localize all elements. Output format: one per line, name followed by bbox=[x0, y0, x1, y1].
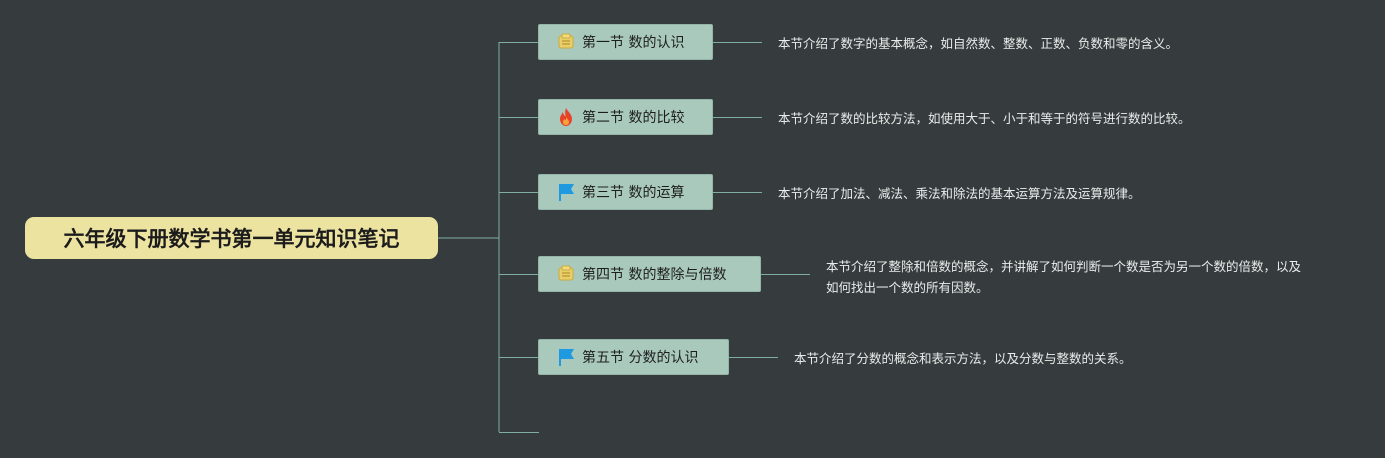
root-title: 六年级下册数学书第一单元知识笔记 bbox=[63, 227, 400, 251]
note-section-1: 本节介绍了数字的基本概念，如自然数、整数、正数、负数和零的含义。 bbox=[778, 36, 1179, 51]
topic-section-4[interactable]: 第四节 数的整除与倍数 bbox=[538, 256, 761, 292]
topic-label-3: 第三节 数的运算 bbox=[582, 185, 685, 201]
note-section-4: 本节介绍了整除和倍数的概念，并讲解了如何判断一个数是否为另一个数的倍数，以及如何… bbox=[826, 259, 1302, 295]
note-section-2: 本节介绍了数的比较方法，如使用大于、小于和等于的符号进行数的比较。 bbox=[778, 111, 1191, 126]
flag-icon bbox=[555, 346, 577, 368]
topic-section-2[interactable]: 第二节 数的比较 bbox=[538, 99, 713, 135]
trophy-icon bbox=[555, 263, 577, 285]
topic-label-4: 第四节 数的整除与倍数 bbox=[582, 267, 727, 283]
trophy-icon bbox=[555, 31, 577, 53]
note-section-3: 本节介绍了加法、减法、乘法和除法的基本运算方法及运算规律。 bbox=[778, 186, 1141, 201]
topic-section-1[interactable]: 第一节 数的认识 bbox=[538, 24, 713, 60]
note-section-5: 本节介绍了分数的概念和表示方法，以及分数与整数的关系。 bbox=[794, 351, 1132, 366]
root-topic[interactable]: 六年级下册数学书第一单元知识笔记 bbox=[25, 217, 438, 259]
flag-icon bbox=[555, 181, 577, 203]
topic-section-5[interactable]: 第五节 分数的认识 bbox=[538, 339, 729, 375]
topic-section-3[interactable]: 第三节 数的运算 bbox=[538, 174, 713, 210]
topic-label-2: 第二节 数的比较 bbox=[582, 110, 685, 126]
topic-label-5: 第五节 分数的认识 bbox=[582, 350, 699, 366]
topic-label-1: 第一节 数的认识 bbox=[582, 35, 685, 51]
fire-icon bbox=[555, 106, 577, 128]
